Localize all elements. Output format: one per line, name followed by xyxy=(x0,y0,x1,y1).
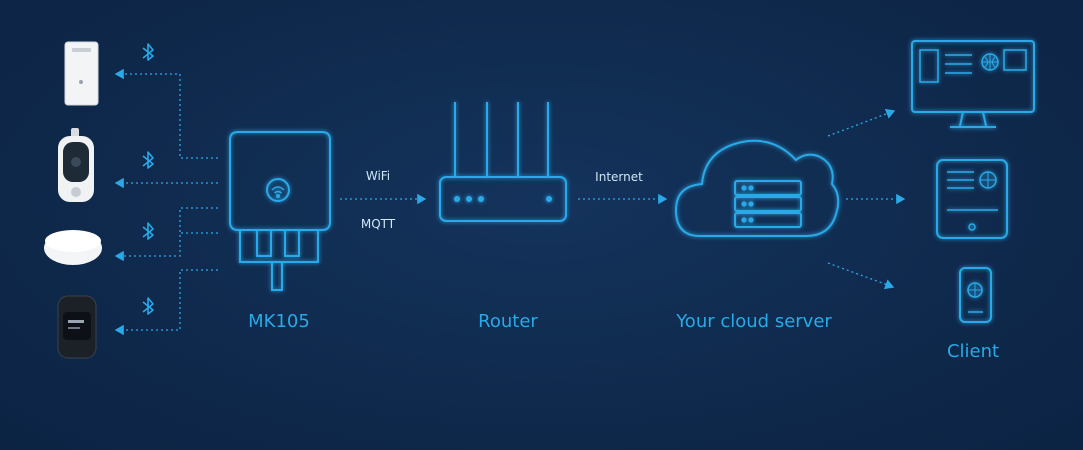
bluetooth-icon xyxy=(142,151,154,169)
link-client-desktop xyxy=(827,108,896,137)
link-round-sensor xyxy=(114,207,218,262)
router-icon xyxy=(439,102,567,222)
desktop-monitor-icon xyxy=(911,40,1035,128)
card-beacon-device xyxy=(64,41,99,106)
mqtt-label: MQTT xyxy=(360,217,396,231)
tablet-icon xyxy=(936,159,1008,239)
phone-icon xyxy=(959,267,992,323)
wifi-label: WiFi xyxy=(365,169,391,183)
particle-wave-decoration xyxy=(1,249,1083,450)
mk105-plug-icon xyxy=(229,131,331,291)
cloud-server-label: Your cloud server xyxy=(676,311,832,332)
link-card-beacon xyxy=(114,68,218,159)
internet-label: Internet xyxy=(595,170,643,184)
router-label: Router xyxy=(478,311,538,332)
wristband-device xyxy=(57,295,97,359)
mk105-label: MK105 xyxy=(248,311,310,332)
doorbell-device xyxy=(58,128,94,202)
round-sensor-device xyxy=(44,230,102,265)
link-wristband xyxy=(114,269,218,336)
bluetooth-icon xyxy=(142,222,154,240)
cloud-server-icon xyxy=(674,139,840,237)
link-client-phone xyxy=(827,262,895,290)
bluetooth-icon xyxy=(142,43,154,61)
bluetooth-icon xyxy=(142,297,154,315)
client-label: Client xyxy=(946,341,1000,362)
